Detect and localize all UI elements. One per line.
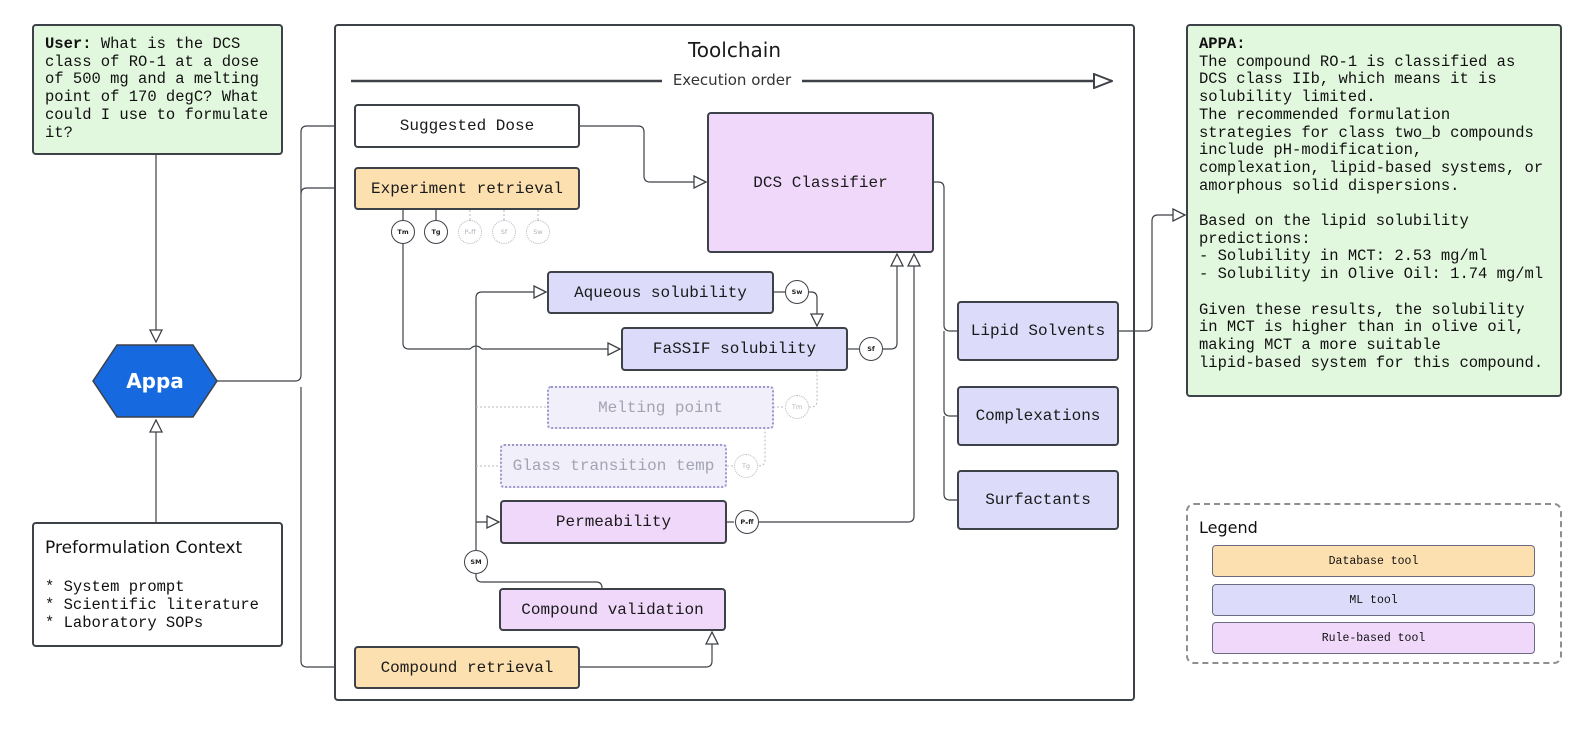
context-title: Preformulation Context xyxy=(45,538,243,558)
sw-badge-faded: Sw xyxy=(526,220,550,244)
legend-rule-based-tool: Rule-based tool xyxy=(1212,622,1535,654)
user-query-note: User: What is the DCS class of RO-1 at a… xyxy=(32,24,283,155)
fassif-solubility-node[interactable]: FaSSIF solubility xyxy=(621,327,848,371)
complexations-node[interactable]: Complexations xyxy=(957,386,1119,446)
tm-badge: Tm xyxy=(391,220,415,244)
legend-ml-tool: ML tool xyxy=(1212,584,1535,616)
context-items: * System prompt * Scientific literature … xyxy=(45,578,259,632)
tg-badge-faded: Tg xyxy=(734,454,758,478)
appa-agent-node[interactable]: Appa xyxy=(126,369,184,393)
legend-database-tool: Database tool xyxy=(1212,545,1535,577)
experiment-retrieval-node[interactable]: Experiment retrieval xyxy=(354,167,580,210)
compound-validation-node[interactable]: Compound validation xyxy=(499,588,726,631)
user-query-text: What is the DCS class of RO-1 at a dose … xyxy=(45,35,269,142)
tm-badge-faded: Tm xyxy=(785,395,809,419)
toolchain-title: Toolchain xyxy=(687,38,781,62)
dcs-classifier-node[interactable]: DCS Classifier xyxy=(707,112,934,253)
appa-response-label: APPA: xyxy=(1199,35,1246,53)
glass-transition-node[interactable]: Glass transition temp xyxy=(500,444,727,488)
peff-badge: Pₑff xyxy=(735,510,759,534)
permeability-node[interactable]: Permeability xyxy=(500,500,727,544)
compound-retrieval-node[interactable]: Compound retrieval xyxy=(354,646,580,689)
aqueous-solubility-node[interactable]: Aqueous solubility xyxy=(547,271,774,314)
sm-badge: SM xyxy=(464,550,488,574)
suggested-dose-node[interactable]: Suggested Dose xyxy=(354,104,580,148)
appa-response-text: The compound RO-1 is classified as DCS c… xyxy=(1199,52,1544,372)
sw-badge: Sw xyxy=(785,280,809,304)
preformulation-context: Preformulation Context * System prompt *… xyxy=(32,522,283,647)
appa-response-note: APPA: The compound RO-1 is classified as… xyxy=(1186,24,1562,397)
sf-badge-faded: Sf xyxy=(492,220,516,244)
sf-badge: Sf xyxy=(859,337,883,361)
user-label: User: xyxy=(45,35,92,53)
melting-point-node[interactable]: Melting point xyxy=(547,386,774,429)
tg-badge: Tg xyxy=(424,220,448,244)
lipid-solvents-node[interactable]: Lipid Solvents xyxy=(957,301,1119,361)
execution-order-label: Execution order xyxy=(662,71,802,89)
legend-title: Legend xyxy=(1199,518,1258,537)
surfactants-node[interactable]: Surfactants xyxy=(957,470,1119,530)
appa-hexagon xyxy=(92,344,218,418)
peff-badge-faded: Pₑff xyxy=(458,220,482,244)
